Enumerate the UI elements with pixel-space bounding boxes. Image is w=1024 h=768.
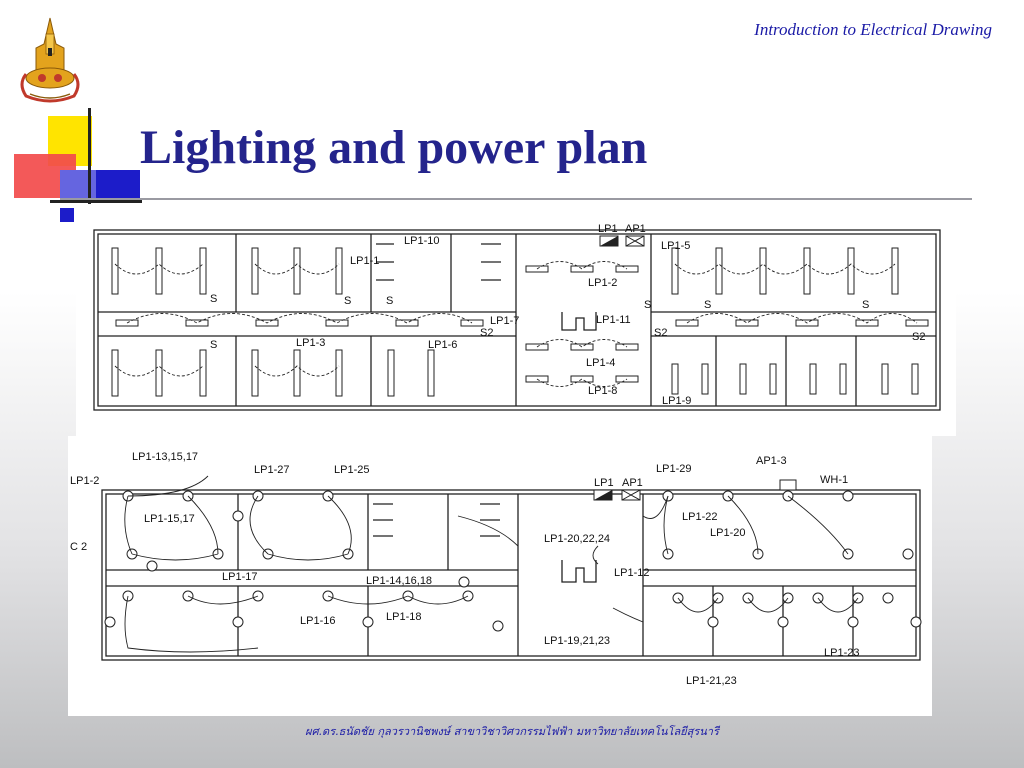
switch-label: S2 — [912, 331, 925, 343]
panel-label-ap1: AP1 — [622, 477, 643, 489]
circuit-label: LP1-23 — [824, 647, 859, 659]
switch-label: S2 — [480, 327, 493, 339]
course-title: Introduction to Electrical Drawing — [754, 20, 992, 39]
page-title: Lighting and power plan — [140, 121, 648, 174]
circuit-label: LP1-10 — [404, 235, 439, 247]
circuit-label: LP1-6 — [428, 339, 457, 351]
circuit-label: LP1-8 — [588, 385, 617, 397]
circuit-label: LP1-29 — [656, 463, 691, 475]
circuit-label: LP1-3 — [296, 337, 325, 349]
switch-label: S — [344, 295, 351, 307]
switch-label: S — [210, 293, 217, 305]
footer-author: ผศ.ดร.ธนัดชัย กุลวรวานิชพงษ์ สาขาวิชาวิศ… — [305, 725, 719, 738]
circuit-label: LP1-17 — [222, 571, 257, 583]
switch-label: S — [862, 299, 869, 311]
seal-icon — [20, 17, 80, 103]
circuit-label: LP1-12 — [614, 567, 649, 579]
circuit-label: LP1-20,22,24 — [544, 533, 610, 545]
circuit-label: LP1-5 — [661, 240, 690, 252]
circuit-label: LP1-4 — [586, 357, 615, 369]
circuit-label: LP1-2 — [588, 277, 617, 289]
circuit-label: LP1-2 — [70, 475, 99, 487]
circuit-label: WH-1 — [820, 474, 848, 486]
circuit-label: LP1-20 — [710, 527, 745, 539]
circuit-label: LP1-25 — [334, 464, 369, 476]
circuit-label: LP1-9 — [662, 395, 691, 407]
university-logo — [20, 17, 80, 103]
circuit-label: LP1-14,16,18 — [366, 575, 432, 587]
panel-label-ap1: AP1 — [625, 223, 646, 235]
circuit-label: C 2 — [70, 541, 87, 553]
circuit-label: LP1-1 — [350, 255, 379, 267]
circuit-label: LP1-19,21,23 — [544, 635, 610, 647]
circuit-label: LP1-13,15,17 — [132, 451, 198, 463]
switch-label: S — [210, 339, 217, 351]
title-divider — [60, 198, 972, 200]
circuit-label: LP1-15,17 — [144, 513, 195, 525]
circuit-label: LP1-7 — [490, 315, 519, 327]
switch-label: S2 — [654, 327, 667, 339]
decorative-squares — [14, 108, 142, 222]
panel-label-lp1: LP1 — [594, 477, 614, 489]
circuit-label: LP1-16 — [300, 615, 335, 627]
circuit-label: LP1-18 — [386, 611, 421, 623]
lighting-plan: LP1 AP1 LP1-10 LP1-1 LP1-5 LP1-2 LP1-7 L… — [76, 204, 956, 436]
circuit-label: AP1-3 — [756, 455, 787, 467]
circuit-label: LP1-21,23 — [686, 675, 737, 687]
panel-label-lp1: LP1 — [598, 223, 618, 235]
circuit-label: LP1-11 — [596, 314, 631, 326]
switch-label: S — [704, 299, 711, 311]
power-plan: LP1 AP1 LP1-13,15,17 LP1-27 LP1-25 LP1-2… — [68, 436, 932, 716]
circuit-label: LP1-27 — [254, 464, 289, 476]
switch-label: S — [644, 299, 651, 311]
circuit-label: LP1-22 — [682, 511, 717, 523]
switch-label: S — [386, 295, 393, 307]
